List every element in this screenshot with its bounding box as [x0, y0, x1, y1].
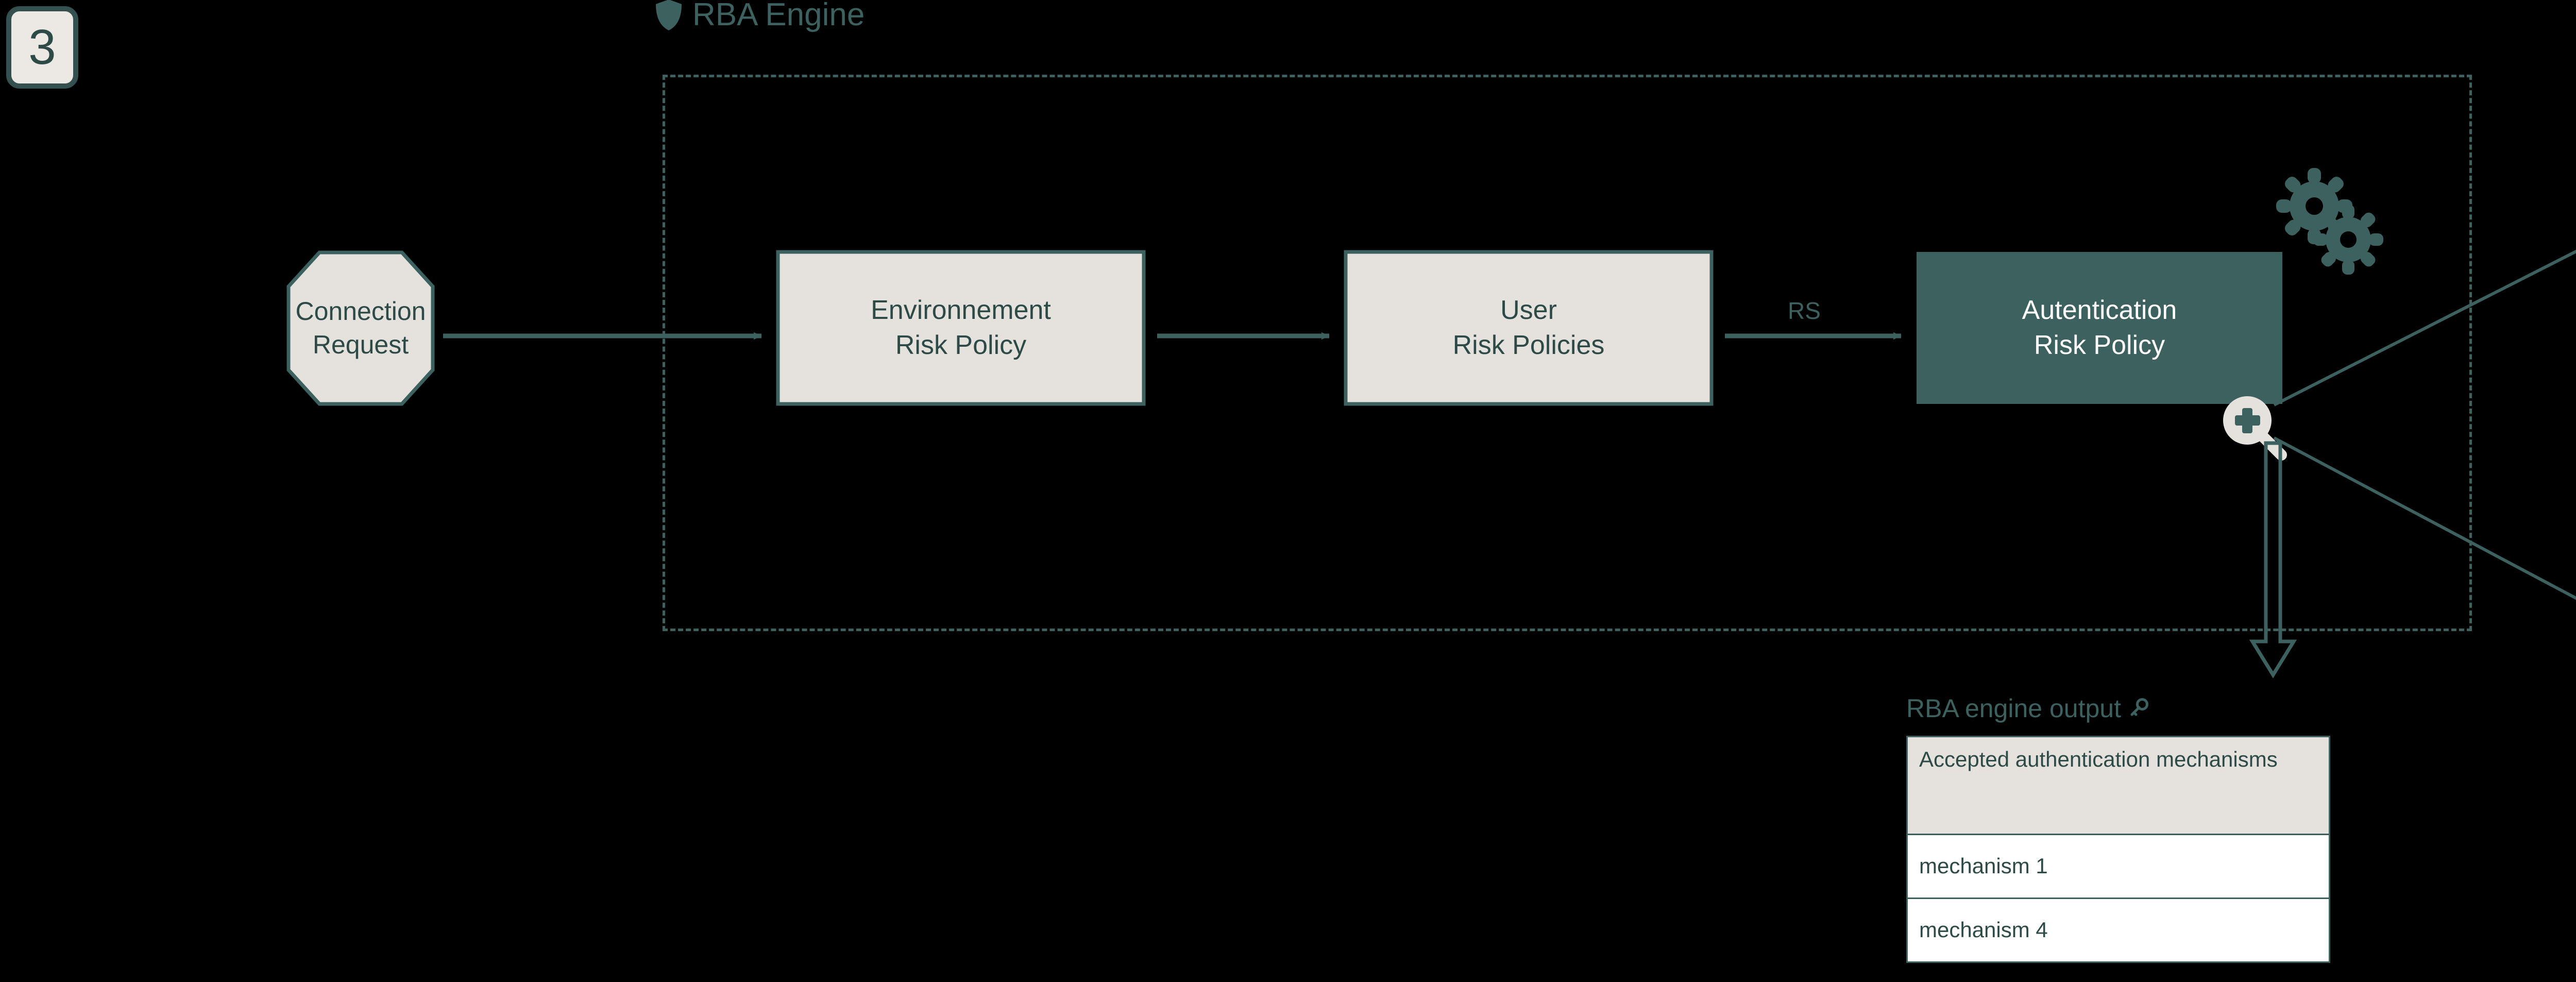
authentication-risk-policy-shape [1917, 252, 2282, 404]
step-number: 3 [28, 20, 56, 75]
rba-engine-group-label-text: RBA Engine [692, 0, 865, 32]
accepted-mechanisms-table: Accepted authentication mechanisms mecha… [1906, 736, 2330, 963]
magnifier-plus-icon[interactable] [2223, 396, 2287, 461]
environment-risk-policy-shape [776, 250, 1146, 406]
table-row: mechanism 1 [1906, 834, 2330, 899]
user-risk-policies-shape [1344, 250, 1714, 406]
callout-line-top [2273, 249, 2576, 407]
output-flow-arrow [2249, 441, 2297, 679]
step-number-badge: 3 [6, 6, 78, 89]
rba-engine-boundary [663, 75, 2472, 631]
cell-accepted-mechanism: mechanism 1 [1906, 834, 2330, 899]
key-icon [2130, 698, 2148, 716]
rba-engine-group-label: RBA Engine [655, 0, 865, 34]
gears-icon-group [2276, 168, 2383, 275]
table-row: mechanism 4 [1906, 898, 2330, 963]
cell-accepted-mechanism: mechanism 4 [1906, 898, 2330, 963]
callout-line-bottom [2273, 436, 2576, 600]
output-panel-title: RBA engine output [1906, 696, 2149, 721]
col-header-accepted-mechanisms: Accepted authentication mechanisms [1906, 736, 2330, 835]
shield-icon [656, 0, 682, 30]
edge-label-rs: RS [1788, 297, 1821, 324]
connection-request-shape [286, 250, 435, 406]
table-header-row: Accepted authentication mechanisms [1906, 736, 2330, 835]
output-panel-title-text: RBA engine output [1906, 694, 2121, 723]
